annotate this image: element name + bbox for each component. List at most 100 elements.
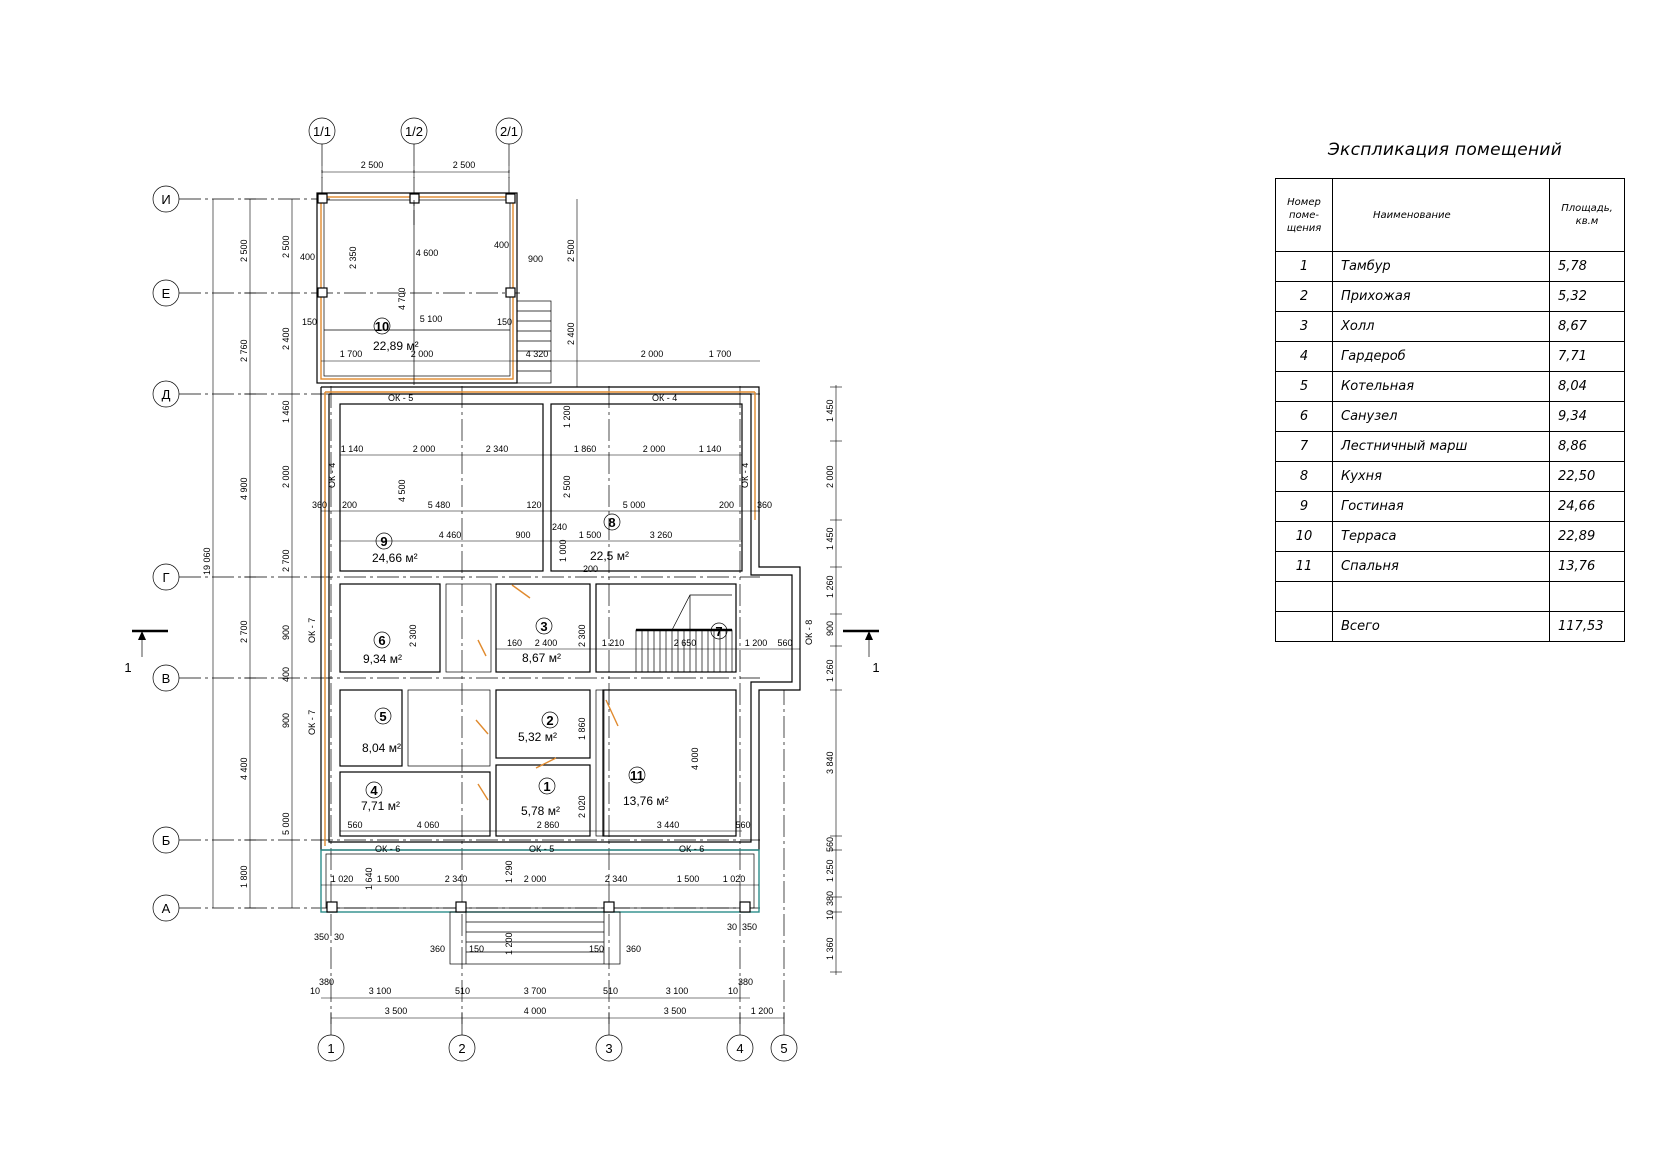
room-schedule-area: 8,86 <box>1549 431 1625 462</box>
dim-v-1640: 1 640 <box>364 867 374 890</box>
dim-v-4700: 4 700 <box>397 287 407 310</box>
room-schedule-name: Холл <box>1332 311 1550 342</box>
dim-in-4600: 4 600 <box>416 248 439 258</box>
room-schedule-area: 22,89 <box>1549 521 1625 552</box>
dim-in-1210: 1 210 <box>602 638 625 648</box>
room-schedule-area: 8,67 <box>1549 311 1625 342</box>
dim-bot-10-b: 10 <box>728 986 738 996</box>
dim-in-1700-a: 1 700 <box>340 349 363 359</box>
header-name: Наименование <box>1332 178 1550 252</box>
room-schedule-number: 6 <box>1275 401 1333 432</box>
room-schedule-area: 13,76 <box>1549 551 1625 582</box>
room-schedule-name: Лестничный марш <box>1332 431 1550 462</box>
dim-rr-900: 900 <box>825 621 835 636</box>
room-7-number: 7 <box>715 624 722 639</box>
dim-small-360-b: 360 <box>757 500 772 510</box>
dim-in-1500: 1 500 <box>579 530 602 540</box>
dim-small-240: 240 <box>552 522 567 532</box>
window-ok7-a: ОК - 7 <box>307 618 317 643</box>
section-mark-right: 1 <box>872 660 879 675</box>
room-2-area: 5,32 м² <box>518 730 557 744</box>
window-ok5-top: ОК - 5 <box>388 393 413 403</box>
dim-rr-1260b: 1 260 <box>825 659 835 682</box>
dim-overall-19060: 19 060 <box>202 547 212 575</box>
room-1-area: 5,78 м² <box>521 804 560 818</box>
dim-v-2020: 2 020 <box>577 795 587 818</box>
room-schedule-number: 4 <box>1275 341 1333 372</box>
room-schedule-name: Гардероб <box>1332 341 1550 372</box>
room-schedule-number: 11 <box>1275 551 1333 582</box>
dim-left2-2500: 2 500 <box>281 235 291 258</box>
dim-rr-380: 380 <box>825 891 835 906</box>
room-labels: 10 22,89 м² 9 24,66 м² 8 22,5 м² 6 9,34 … <box>361 317 728 818</box>
dim-left-4900: 4 900 <box>239 477 249 500</box>
window-ok6-left: ОК - 6 <box>375 844 400 854</box>
dim-porch-1020-b: 1 020 <box>723 874 746 884</box>
dim-bot-510-b: 510 <box>603 986 618 996</box>
window-ok8: ОК - 8 <box>804 620 814 645</box>
dim-bot-10-a: 10 <box>310 986 320 996</box>
room-11-number: 11 <box>630 768 644 783</box>
dim-in-400-a: 400 <box>300 252 315 262</box>
axis-bottom-4: 4 <box>736 1041 743 1056</box>
dim-left-4400: 4 400 <box>239 757 249 780</box>
axis-left-i: И <box>161 192 170 207</box>
room-schedule-total-empty <box>1275 611 1333 642</box>
dim-in-3440: 3 440 <box>657 820 680 830</box>
window-ok6-right: ОК - 6 <box>679 844 704 854</box>
axis-left-e: Е <box>162 286 171 301</box>
dim-v-1200: 1 200 <box>562 405 572 428</box>
room-2-number: 2 <box>546 713 553 728</box>
dim-bot-380-a: 380 <box>319 977 334 987</box>
dim-left-2760: 2 760 <box>239 339 249 362</box>
axis-top-1-2: 1/2 <box>405 124 423 139</box>
room-8-number: 8 <box>608 515 615 530</box>
room-schedule-area: 5,32 <box>1549 281 1625 312</box>
dim-in-1200: 1 200 <box>745 638 768 648</box>
section-marks: 1 1 <box>124 629 880 675</box>
dim-porch-2340-a: 2 340 <box>445 874 468 884</box>
dim-left2-2700: 2 700 <box>281 549 291 572</box>
dim-bot-3700: 3 700 <box>524 986 547 996</box>
dim-v-1860: 1 860 <box>577 717 587 740</box>
dim-in-2000-d: 2 000 <box>643 444 666 454</box>
window-ok4-top: ОК - 4 <box>652 393 677 403</box>
dim-in-5100: 5 100 <box>420 314 443 324</box>
dim-left-2700: 2 700 <box>239 620 249 643</box>
dimension-lines: 2 500 2 500 19 060 2 500 2 760 4 900 2 7… <box>202 160 842 1024</box>
header-number: Номер поме-щения <box>1275 178 1333 252</box>
stair-flight <box>635 594 733 673</box>
room-schedule-total-label: Всего <box>1332 611 1550 642</box>
window-ok7-b: ОК - 7 <box>307 710 317 735</box>
room-6-area: 9,34 м² <box>363 652 402 666</box>
dim-30-b: 30 <box>727 922 737 932</box>
dim-350-a: 350 <box>314 932 329 942</box>
room-9-number: 9 <box>380 534 387 549</box>
dim-30-a: 30 <box>334 932 344 942</box>
dim-in-5480: 5 480 <box>428 500 451 510</box>
room-schedule-area: 24,66 <box>1549 491 1625 522</box>
room-schedule-blank-row <box>1275 581 1625 612</box>
dim-left2-2000: 2 000 <box>281 465 291 488</box>
room-schedule-number: 5 <box>1275 371 1333 402</box>
dim-rr-1250: 1 250 <box>825 859 835 882</box>
bottom-axis-markers: 1 2 3 4 5 <box>317 385 798 1062</box>
room-schedule-name: Кухня <box>1332 461 1550 492</box>
house-walls <box>320 386 801 965</box>
dim-rr-560: 560 <box>825 837 835 852</box>
room-schedule-table: Номер поме-щения Наименование Площадь, к… <box>1275 178 1625 642</box>
room-10-area: 22,89 м² <box>373 339 419 353</box>
dim-v-4000: 4 000 <box>690 747 700 770</box>
axis-bottom-5: 5 <box>780 1041 787 1056</box>
dim-in-2860: 2 860 <box>537 820 560 830</box>
dim-left2-400: 400 <box>281 667 291 682</box>
dim-v-1200-b: 1 200 <box>504 932 514 955</box>
dim-in-560-b: 560 <box>347 820 362 830</box>
dim-small-360-a: 360 <box>312 500 327 510</box>
dim-rr-3840: 3 840 <box>825 751 835 774</box>
room-schedule-number: 3 <box>1275 311 1333 342</box>
dim-in-150-a: 150 <box>302 317 317 327</box>
dim-rr-1260: 1 260 <box>825 575 835 598</box>
